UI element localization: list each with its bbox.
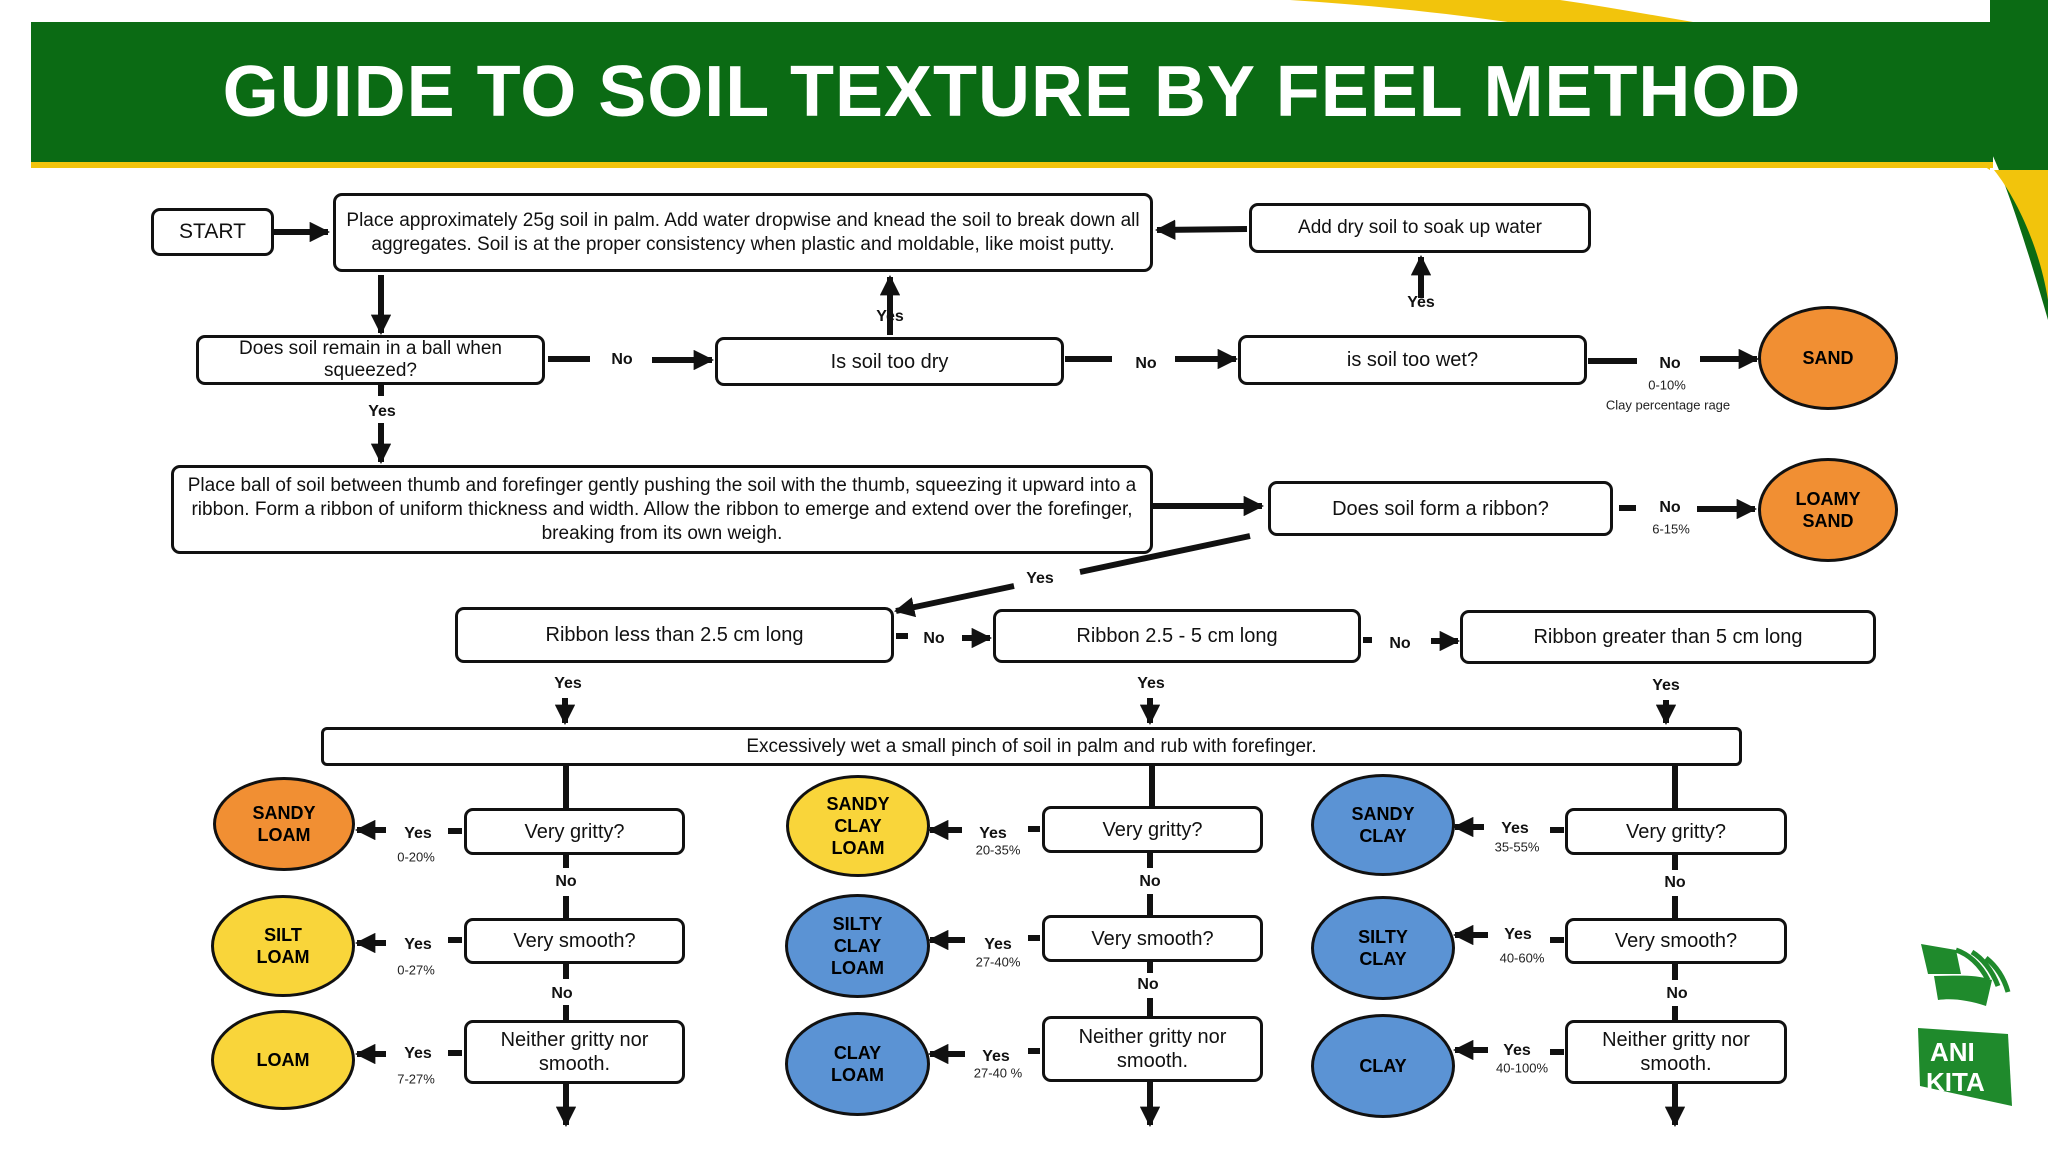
label-no-ribbon: No xyxy=(1659,499,1681,516)
label-yes-long: Yes xyxy=(1652,677,1680,694)
label-c3-no2: No xyxy=(1666,985,1688,1002)
label-c2-no2: No xyxy=(1137,976,1159,993)
ribbon-short-box: Ribbon less than 2.5 cm long xyxy=(455,607,894,663)
result-silty-clay: SILTY CLAY xyxy=(1311,896,1455,1000)
label-no-short: No xyxy=(923,630,945,647)
ribbon-mid-box: Ribbon 2.5 - 5 cm long xyxy=(993,609,1361,663)
label-c1-yes1: Yes xyxy=(404,825,432,842)
label-c1-no2: No xyxy=(551,985,573,1002)
label-c2-yes2: Yes xyxy=(984,936,1012,953)
label-c3-yes3: Yes xyxy=(1503,1042,1531,1059)
start-box: START xyxy=(151,208,274,256)
label-c2-no1: No xyxy=(1139,873,1161,890)
ribbon-question-box: Does soil form a ribbon? xyxy=(1268,481,1613,536)
label-c3-no1: No xyxy=(1664,874,1686,891)
label-c2-yes1: Yes xyxy=(979,825,1007,842)
range-sandy-clay: 35-55% xyxy=(1494,839,1540,855)
too-wet-box: is soil too wet? xyxy=(1238,335,1587,385)
result-loamy-sand: LOAMY SAND xyxy=(1758,458,1898,562)
place-soil-box: Place approximately 25g soil in palm. Ad… xyxy=(333,193,1153,272)
range-sandy-loam: 0-20% xyxy=(397,849,435,865)
result-sandy-clay-loam: SANDY CLAY LOAM xyxy=(786,775,930,877)
label-yes-mid: Yes xyxy=(1137,675,1165,692)
accent-yellow-edge xyxy=(1994,170,2048,300)
label-c2-yes3: Yes xyxy=(982,1048,1010,1065)
result-clay: CLAY xyxy=(1311,1014,1455,1118)
very-gritty-box-3: Very gritty? xyxy=(1565,808,1787,855)
very-smooth-box-1: Very smooth? xyxy=(464,918,685,964)
neither-box-3: Neither gritty nor smooth. xyxy=(1565,1020,1787,1084)
label-no-mid: No xyxy=(1389,635,1411,652)
label-no-wet: No xyxy=(1659,355,1681,372)
very-gritty-box-2: Very gritty? xyxy=(1042,806,1263,853)
result-silt-loam: SILT LOAM xyxy=(211,895,355,997)
result-clay-loam: CLAY LOAM xyxy=(785,1012,930,1116)
label-yes-ball: Yes xyxy=(368,403,396,420)
page-title: GUIDE TO SOIL TEXTURE BY FEEL METHOD xyxy=(222,52,1802,132)
label-c3-yes2: Yes xyxy=(1504,926,1532,943)
label-yes-wet: Yes xyxy=(1407,294,1435,311)
label-yes-dry: Yes xyxy=(876,308,904,325)
ribbon-long-box: Ribbon greater than 5 cm long xyxy=(1460,610,1876,664)
label-c1-yes2: Yes xyxy=(404,936,432,953)
too-dry-box: Is soil too dry xyxy=(715,337,1064,386)
range-silty-clay-loam: 27-40% xyxy=(975,954,1021,970)
logo-text-bottom: KITA xyxy=(1926,1067,1985,1097)
label-no-dry: No xyxy=(1135,355,1157,372)
result-sand: SAND xyxy=(1758,306,1898,410)
label-c1-yes3: Yes xyxy=(404,1045,432,1062)
ball-question-box: Does soil remain in a ball when squeezed… xyxy=(196,335,545,385)
neither-box-2: Neither gritty nor smooth. xyxy=(1042,1016,1263,1082)
result-sandy-loam: SANDY LOAM xyxy=(213,777,355,871)
range-clay-loam: 27-40 % xyxy=(973,1065,1023,1081)
place-ball-box: Place ball of soil between thumb and for… xyxy=(171,465,1153,554)
label-c3-yes1: Yes xyxy=(1501,820,1529,837)
range-silt-loam: 0-27% xyxy=(397,962,435,978)
result-silty-clay-loam: SILTY CLAY LOAM xyxy=(785,894,930,998)
very-gritty-box-1: Very gritty? xyxy=(464,808,685,855)
label-c1-no1: No xyxy=(555,873,577,890)
arrow-drysoil-to-place xyxy=(1154,219,1248,240)
arrow-ribbon-yes xyxy=(894,583,1015,618)
range-loam: 7-27% xyxy=(397,1071,435,1087)
title-banner: GUIDE TO SOIL TEXTURE BY FEEL METHOD xyxy=(31,22,1993,168)
range-silty-clay: 40-60% xyxy=(1499,950,1545,966)
range-clay: 40-100% xyxy=(1495,1060,1549,1076)
range-loamy-sand: 6-15% xyxy=(1652,521,1690,537)
range-note: Clay percentage rage xyxy=(1605,397,1731,413)
result-sandy-clay: SANDY CLAY xyxy=(1311,774,1455,876)
very-smooth-box-2: Very smooth? xyxy=(1042,915,1263,962)
neither-box-1: Neither gritty nor smooth. xyxy=(464,1020,685,1084)
range-sand: 0-10% xyxy=(1648,377,1686,393)
logo-text-top: ANI xyxy=(1930,1037,1975,1067)
wet-pinch-box: Excessively wet a small pinch of soil in… xyxy=(321,727,1742,766)
range-sandy-clay-loam: 20-35% xyxy=(975,842,1021,858)
label-yes-short: Yes xyxy=(554,675,582,692)
add-dry-soil-box: Add dry soil to soak up water xyxy=(1249,203,1591,253)
line-ribbon-yes-a xyxy=(1079,533,1251,575)
label-no-ball: No xyxy=(611,351,633,368)
very-smooth-box-3: Very smooth? xyxy=(1565,918,1787,964)
label-yes-ribbon: Yes xyxy=(1026,570,1054,587)
brand-logo: ANI KITA xyxy=(1918,944,2012,1106)
result-loam: LOAM xyxy=(211,1010,355,1110)
